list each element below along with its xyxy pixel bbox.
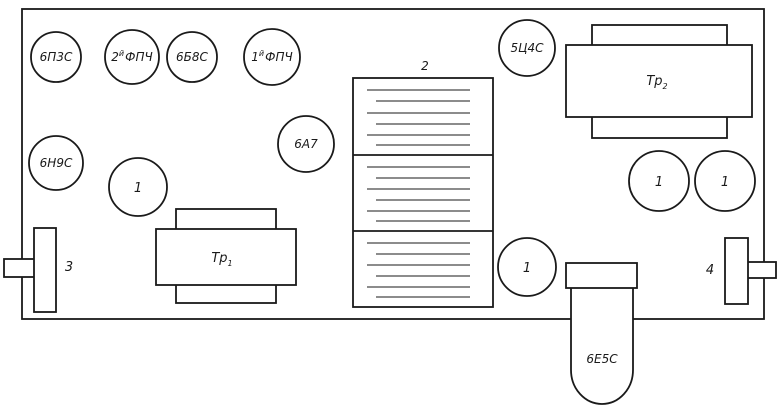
tube-6n9s: 6Н9С (28, 135, 84, 191)
tube-1-left-label: 1 (134, 181, 142, 196)
tube-6p3s: 6П3С (30, 31, 82, 83)
tube-5c4s: 5Ц4С (498, 19, 556, 77)
tube-1-bottom: 1 (497, 237, 557, 297)
tube-5c4s-label: 5Ц4С (511, 41, 545, 55)
chassis-board (21, 8, 765, 320)
tube-6e5s: 6Е5С (565, 262, 638, 405)
connector-3-label: 3 (65, 260, 73, 275)
tube-1-right-a: 1 (628, 150, 690, 212)
tr1-label: Тр (211, 251, 227, 266)
svg-text:2йФПЧ: 2йФПЧ (111, 49, 152, 64)
connector-4-label: 4 (706, 263, 714, 278)
tube-6a7: 6А7 (277, 115, 335, 173)
transformer-tr2: Тр2 (565, 24, 753, 139)
tube-2-fpch-sup: й (119, 49, 124, 58)
tube-6b8s: 6Б8С (166, 31, 218, 83)
svg-text:1йФПЧ: 1йФПЧ (251, 49, 292, 64)
capacitor-block: 2 (352, 59, 494, 308)
svg-text:Тр2: Тр2 (646, 74, 667, 91)
transformer-tr1: Тр1 (155, 208, 297, 304)
tube-1-right-b-label: 1 (721, 175, 729, 190)
connector-4: 4 (706, 237, 777, 305)
tube-6b8s-label: 6Б8С (176, 50, 209, 64)
tube-6n9s-label: 6Н9С (40, 156, 73, 170)
tube-1-bottom-label: 1 (523, 261, 531, 276)
tube-2-fpch-prefix: 2 (111, 50, 119, 64)
tube-2-fpch-label: ФПЧ (125, 50, 153, 64)
tube-1-fpch-label: ФПЧ (265, 50, 293, 64)
capacitor-lines (367, 89, 470, 298)
tr1-index: 1 (228, 259, 233, 268)
tube-1-right-b: 1 (694, 150, 756, 212)
tube-6p3s-label: 6П3С (40, 50, 73, 64)
tr2-label: Тр (646, 74, 662, 89)
tube-2-fpch: 2йФПЧ (104, 29, 160, 85)
tube-1-left: 1 (108, 157, 168, 217)
tube-6a7-label: 6А7 (294, 137, 318, 151)
svg-text:Тр1: Тр1 (211, 251, 232, 268)
tr2-index: 2 (663, 82, 668, 91)
connector-3: 3 (3, 227, 73, 313)
tube-1-fpch-prefix: 1 (251, 50, 259, 64)
tube-1-right-a-label: 1 (655, 175, 663, 190)
capacitor-label: 2 (421, 59, 429, 73)
tube-1-fpch-sup: й (259, 49, 264, 58)
tube-6e5s-label: 6Е5С (586, 352, 618, 366)
tube-1-fpch: 1йФПЧ (243, 28, 301, 86)
